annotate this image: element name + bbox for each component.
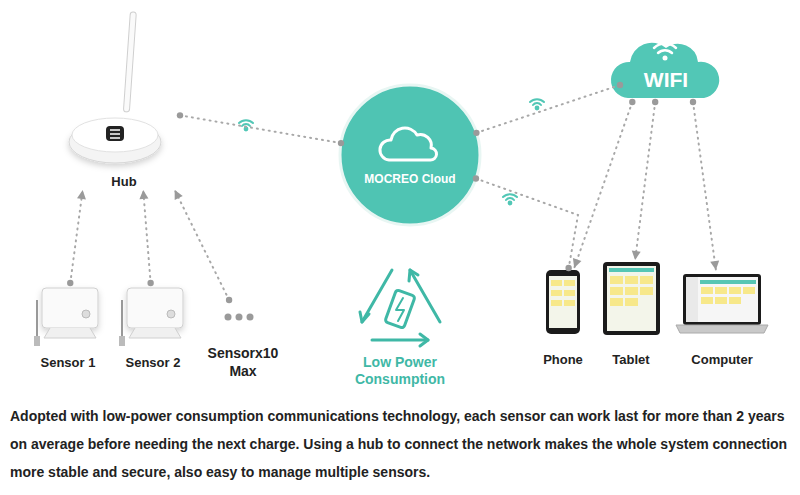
node-label: WIFI	[644, 66, 688, 93]
arrowhead	[77, 190, 86, 200]
dotted-connector	[177, 112, 344, 146]
dotted-connector	[573, 99, 636, 268]
hub-device	[69, 12, 161, 163]
dotted-connector	[175, 190, 233, 303]
connector-line	[693, 102, 716, 270]
arrowhead	[139, 190, 148, 199]
device-node: Tablet	[598, 260, 664, 368]
node-label: Tablet	[612, 351, 649, 368]
end-dot	[338, 140, 344, 146]
node-label: Computer	[691, 351, 752, 368]
wifi-node: WIFI	[620, 38, 712, 102]
phone-device	[546, 270, 580, 334]
dotted-connector	[139, 190, 153, 286]
node-label: Sensor 2	[126, 354, 181, 371]
dotted-connector	[473, 82, 623, 136]
arrowhead	[175, 190, 183, 200]
wifi-cloud	[611, 43, 719, 98]
connector-line	[635, 102, 655, 260]
laptop-device	[676, 274, 768, 333]
connector-line	[70, 190, 82, 283]
connector-line	[175, 190, 229, 300]
connector-line	[143, 190, 150, 283]
end-dot	[177, 112, 183, 118]
arrowhead	[710, 260, 719, 270]
arrowhead	[632, 251, 641, 260]
icon-label: Low Power Consumption	[345, 354, 455, 388]
end-dot	[147, 280, 153, 286]
wifi-symbol	[237, 95, 546, 208]
node-label: MOCREO Cloud	[364, 171, 455, 187]
connector-line	[180, 115, 341, 143]
end-dot	[226, 297, 232, 303]
node-label: Hub	[111, 173, 136, 190]
sensor-device	[34, 288, 98, 346]
end-dot	[617, 82, 623, 88]
connector-line	[574, 102, 632, 268]
end-dot	[473, 175, 479, 181]
node-label: Sensor 1	[41, 354, 96, 371]
dotted-connector	[632, 99, 659, 260]
tablet-device	[603, 262, 660, 335]
dotted-connector	[690, 99, 719, 270]
node-label: Sensorx10 Max	[206, 344, 280, 380]
connector-line	[476, 85, 620, 133]
caption: Adopted with low-power consumption commu…	[10, 402, 792, 486]
dotted-connector	[67, 190, 86, 286]
cloud-node: MOCREO Cloud	[340, 85, 480, 225]
end-dot	[629, 99, 635, 105]
recycle-battery-icon	[360, 270, 440, 346]
end-dot	[690, 99, 696, 105]
node-label: Phone	[543, 351, 583, 368]
device-node: Computer	[674, 270, 770, 368]
sensor-node: Sensor 2	[115, 283, 191, 371]
end-dot	[473, 130, 479, 136]
end-dot	[652, 99, 658, 105]
sensor-device	[119, 288, 183, 346]
sensor-node: Sensor 1	[30, 283, 106, 371]
more-dots	[225, 314, 254, 321]
end-dot	[67, 280, 73, 286]
end-dot	[565, 265, 571, 271]
dotted-connector	[473, 175, 578, 271]
hub-node: Hub	[68, 8, 180, 190]
cloud-circle	[340, 85, 480, 225]
sensor-more-node: Sensorx10 Max	[195, 300, 291, 380]
device-node: Phone	[538, 268, 588, 368]
connector-line	[476, 179, 578, 268]
arrowhead	[573, 258, 581, 268]
